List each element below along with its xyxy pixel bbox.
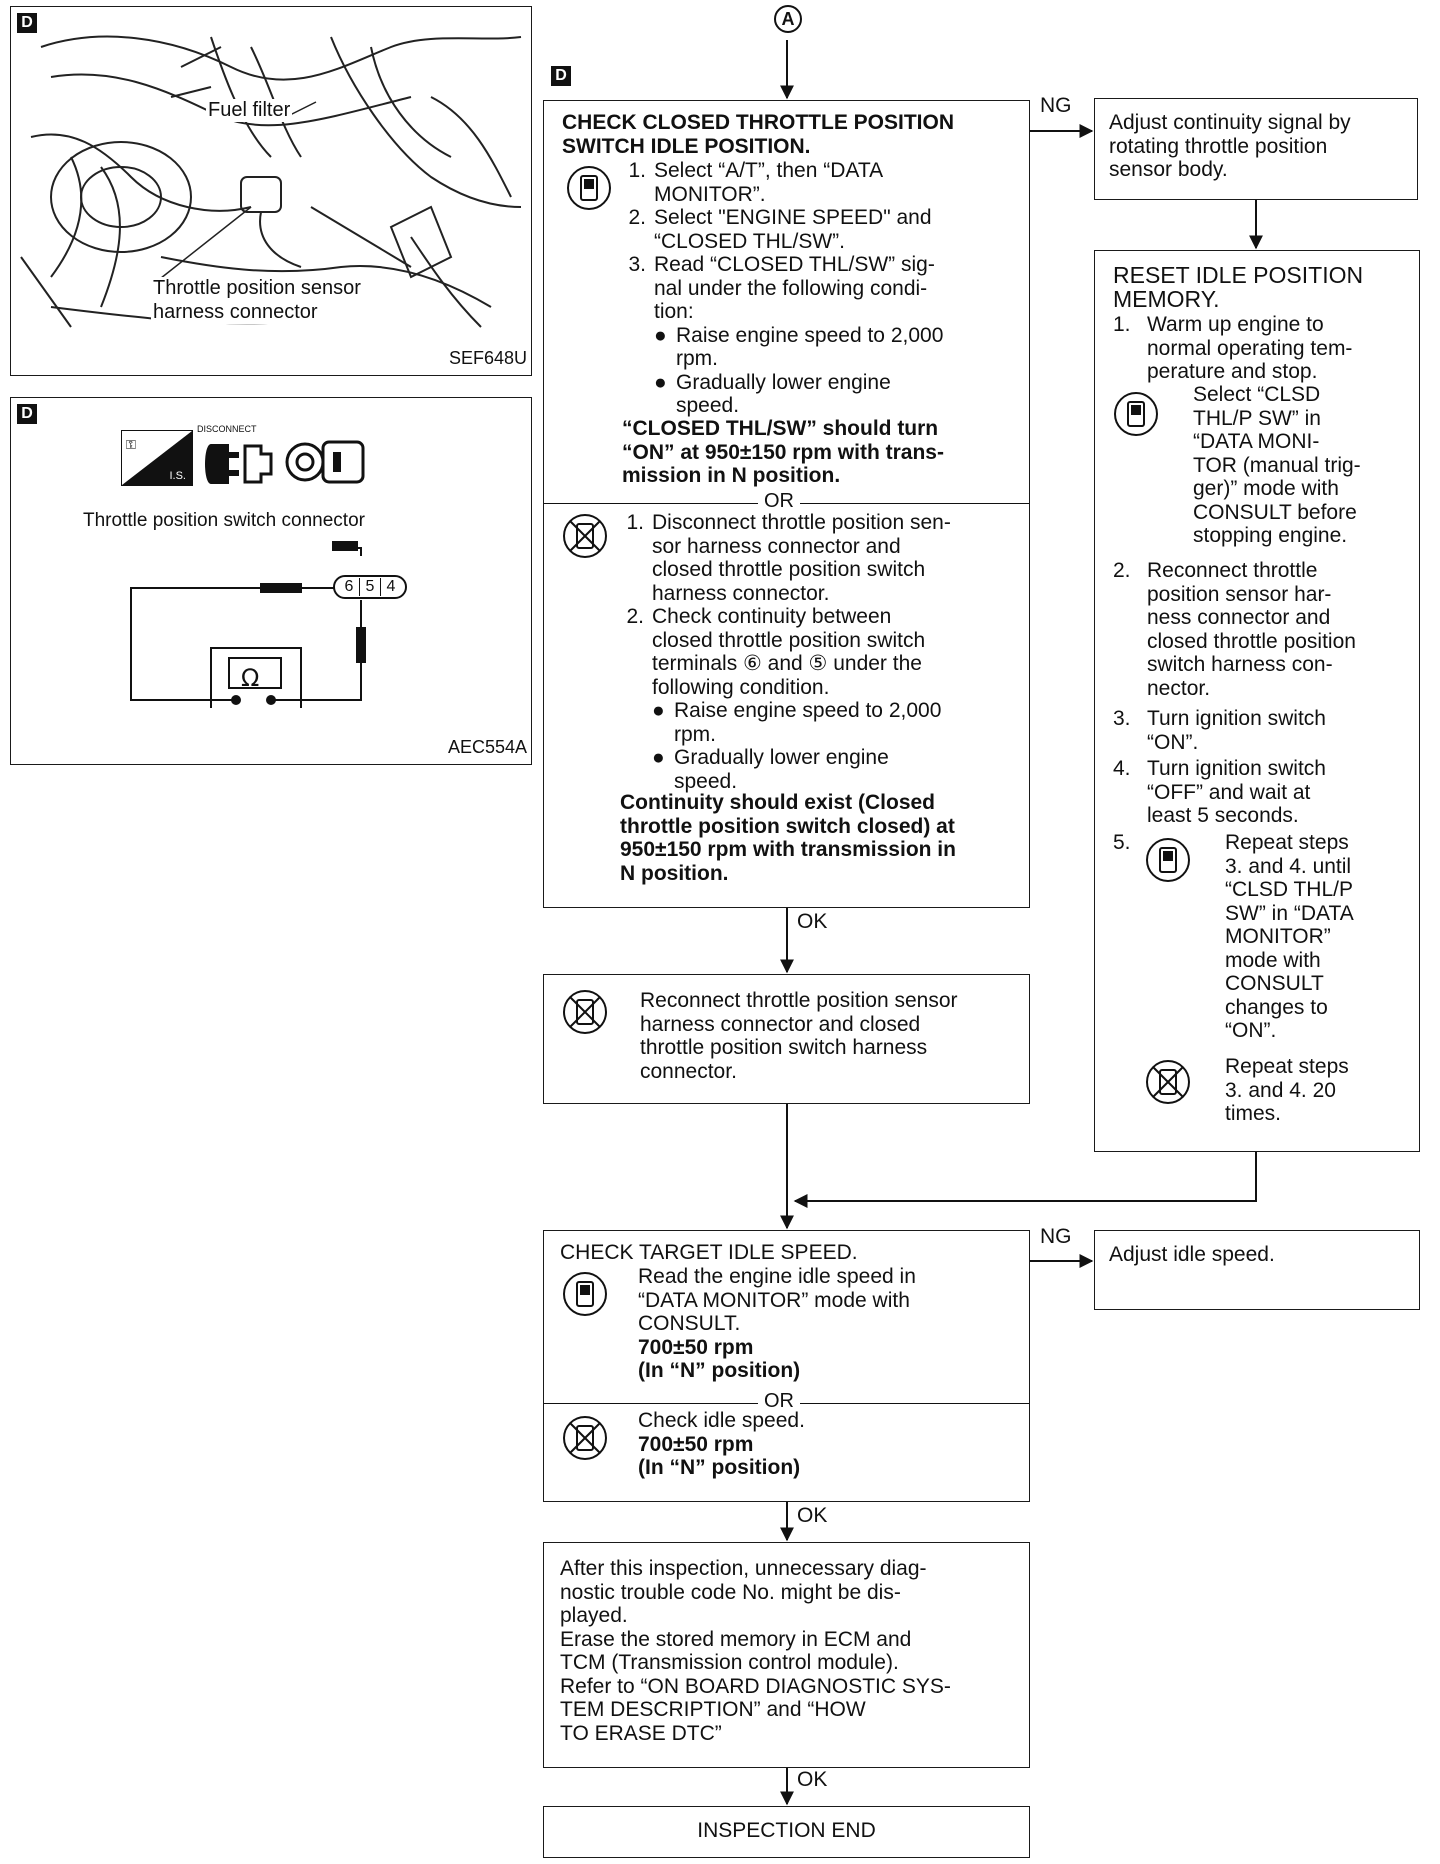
no-consult-icon [563, 1416, 607, 1460]
check-closed-throttle-box: CHECK CLOSED THROTTLE POSITION SWITCH ID… [543, 100, 1030, 908]
svg-text:⚿: ⚿ [126, 438, 136, 453]
or-label: OR [758, 1390, 800, 1413]
pin-5: 5 [359, 578, 381, 596]
connector-title: Throttle position switch connector [83, 510, 365, 531]
reset-title: RESET IDLE POSITION MEMORY. [1113, 262, 1364, 312]
figure-tag: D [17, 13, 37, 33]
or-label: OR [758, 490, 800, 513]
disconnect-icon [205, 444, 273, 484]
section-tag: D [551, 66, 571, 86]
ohm-symbol: Ω [241, 664, 260, 692]
engine-photo-figure: D Fu [10, 6, 532, 376]
reset-step-3: 3.Turn ignition switch“ON”. [1113, 707, 1326, 754]
ng-label: NG [1040, 1225, 1072, 1248]
adjust-continuity-box: Adjust continuity signal by rotating thr… [1094, 98, 1418, 200]
manual-steps: 1.Disconnect throttle position sen-sor h… [626, 511, 951, 793]
sensor-label-line2: harness connector [151, 301, 320, 324]
continuity-wiring-diagram [130, 541, 366, 708]
check-target-title: CHECK TARGET IDLE SPEED. [560, 1241, 858, 1264]
no-consult-icon [1146, 1060, 1190, 1104]
pin-connector: 6 5 4 [333, 575, 407, 599]
check-target-consult: Read the engine idle speed in“DATA MONIT… [638, 1265, 916, 1382]
figure-code: AEC554A [447, 737, 527, 757]
ok-label: OK [797, 1768, 828, 1791]
ok-label: OK [797, 910, 828, 933]
reset-step-5-number: 5. [1113, 831, 1131, 854]
consult-result: “CLOSED THL/SW” should turn “ON” at 950±… [622, 417, 944, 487]
pin-4: 4 [386, 578, 396, 595]
check-target-idle-box: CHECK TARGET IDLE SPEED. Read the engine… [543, 1230, 1030, 1502]
disconnect-label: DISCONNECT [197, 424, 257, 434]
manual-result: Continuity should exist (Closed throttle… [620, 791, 956, 885]
is-label: I.S. [169, 470, 186, 482]
figure-code: SEF648U [448, 348, 527, 368]
consult-icon [1114, 392, 1158, 436]
no-consult-icon [563, 990, 607, 1034]
ignition-switch-icon: ⚿ I.S. [121, 430, 193, 486]
reset-idle-memory-box: RESET IDLE POSITION MEMORY. 1.Warm up en… [1094, 250, 1420, 1152]
check-closed-title: CHECK CLOSED THROTTLE POSITION SWITCH ID… [562, 111, 955, 158]
start-connector: A [774, 5, 802, 33]
pin-6: 6 [344, 578, 354, 595]
consult-icon [563, 1272, 607, 1316]
adjust-idle-box: Adjust idle speed. [1094, 1230, 1420, 1310]
inspection-end-box: INSPECTION END [543, 1806, 1030, 1858]
connector-figure: D ⚿ I.S. DISCONNECT Throttle position sw… [10, 397, 532, 765]
consult-icon [1146, 838, 1190, 882]
ok-label: OK [797, 1504, 828, 1527]
connector-icon [285, 440, 365, 484]
check-target-manual: Check idle speed. 700±50 rpm(In “N” posi… [638, 1409, 805, 1479]
sensor-label-line1: Throttle position sensor [151, 277, 363, 300]
fuel-filter-label: Fuel filter [206, 99, 293, 122]
ng-label: NG [1040, 94, 1072, 117]
after-inspection-box: After this inspection, unnecessary diag-… [543, 1542, 1030, 1768]
figure-tag: D [17, 404, 37, 424]
consult-icon [567, 166, 611, 210]
no-consult-icon [563, 514, 607, 558]
